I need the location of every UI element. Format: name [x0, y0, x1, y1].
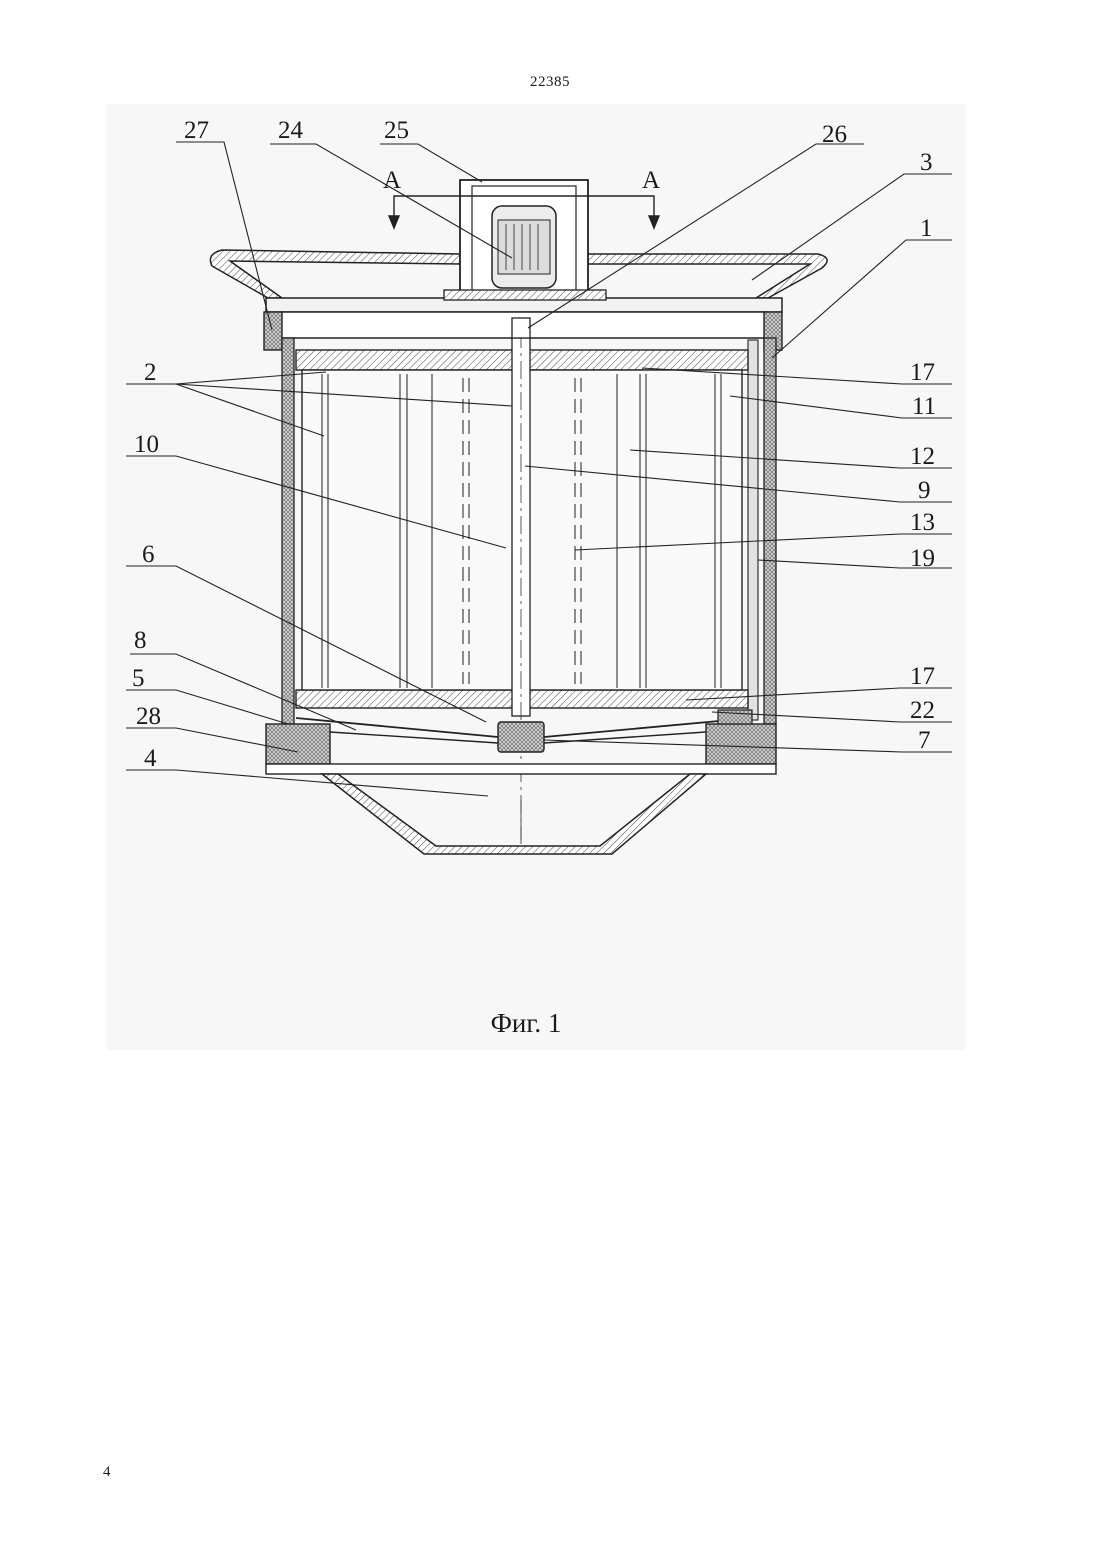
bearing-block — [498, 722, 544, 752]
callout-11: 11 — [912, 393, 936, 420]
discharge-hopper — [322, 774, 706, 854]
callout-24: 24 — [278, 117, 304, 144]
upper-funnel — [210, 250, 460, 298]
callout-19: 19 — [910, 545, 935, 572]
left-outer-wall — [282, 338, 294, 724]
callout-8: 8 — [134, 627, 147, 654]
callout-28: 28 — [136, 703, 161, 730]
callout-25: 25 — [384, 117, 409, 144]
callout-10: 10 — [134, 431, 159, 458]
page-number: 4 — [103, 1464, 111, 1481]
right-outer-wall — [764, 338, 776, 724]
housing-structure — [210, 180, 827, 854]
figure-caption: Фиг. 1 — [491, 1008, 562, 1038]
callout-9: 9 — [918, 477, 931, 504]
callout-26: 26 — [822, 121, 847, 148]
base-ring-right — [706, 724, 776, 764]
callout-12: 12 — [910, 443, 935, 470]
motor-base — [444, 290, 606, 300]
upper-funnel-right — [588, 254, 827, 298]
callout-2: 2 — [144, 359, 157, 386]
callout-6: 6 — [142, 541, 155, 568]
callout-13: 13 — [910, 509, 935, 536]
callout-17-top: 17 — [910, 359, 935, 386]
base-ring-left — [266, 724, 330, 764]
right-inner-wall — [748, 340, 758, 720]
callout-5: 5 — [132, 665, 145, 692]
section-marker-left: А — [383, 167, 401, 194]
coupling — [512, 318, 530, 338]
callout-1: 1 — [920, 215, 933, 242]
callout-7: 7 — [918, 727, 931, 754]
callout-3: 3 — [920, 149, 933, 176]
section-marker-right: А — [642, 167, 660, 194]
callout-17-bottom: 17 — [910, 663, 935, 690]
callout-4: 4 — [144, 745, 157, 772]
callout-22: 22 — [910, 697, 935, 724]
base-ring-plate — [266, 764, 776, 774]
motor — [492, 206, 556, 288]
callout-27: 27 — [184, 117, 209, 144]
left-seal-block — [264, 312, 282, 350]
